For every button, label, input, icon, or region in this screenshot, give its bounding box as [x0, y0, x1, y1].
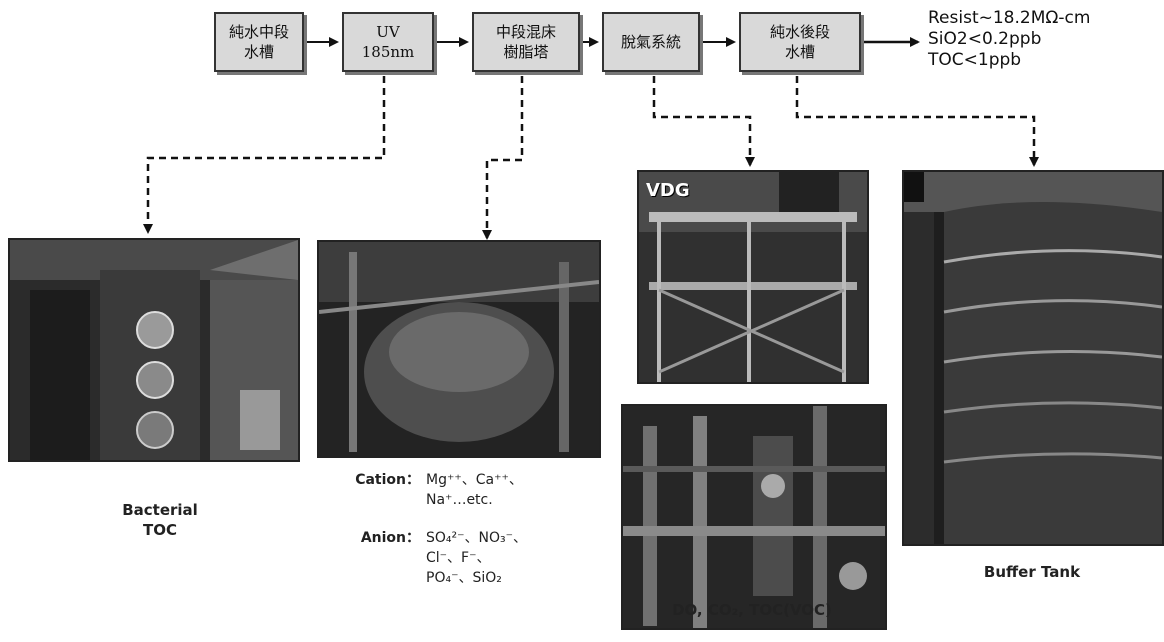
degas-caption: DO, CO₂, TOC(VOC): [640, 600, 864, 620]
uv-caption-line2: TOC: [112, 520, 208, 540]
flow-step-mixed-bed: 中段混床 樹脂塔: [472, 12, 580, 72]
ion-list: Cation： Mg⁺⁺、Ca⁺⁺、 Na⁺…etc. Anion： SO₄²⁻…: [332, 470, 572, 588]
flow-step-line1: 純水後段: [770, 22, 830, 42]
flow-step-uv: UV 185nm: [342, 12, 434, 72]
dashed-link-resin: [487, 76, 522, 238]
cation-line2: Na⁺…etc.: [332, 490, 572, 510]
flow-step-final-tank: 純水後段 水槽: [739, 12, 861, 72]
flow-step-line1: 脫氣系統: [621, 32, 681, 52]
spec-silica: SiO2<0.2ppb: [928, 29, 1090, 50]
spec-toc: TOC<1ppb: [928, 50, 1090, 71]
anion-line3: PO₄⁻、SiO₂: [332, 568, 572, 588]
degas-piping-photo: [621, 404, 887, 630]
flow-step-line2: 185nm: [362, 42, 415, 62]
anion-line2: Cl⁻、F⁻、: [332, 548, 572, 568]
flow-step-line1: 純水中段: [229, 22, 289, 42]
dashed-link-degas: [654, 76, 750, 165]
cation-label: Cation：: [332, 470, 426, 490]
cation-line1: Mg⁺⁺、Ca⁺⁺、: [426, 470, 523, 490]
vdg-photo: [637, 170, 869, 384]
flow-step-line2: 水槽: [244, 42, 274, 62]
buffer-caption: Buffer Tank: [962, 562, 1102, 582]
flow-step-line2: 樹脂塔: [503, 42, 548, 62]
flow-step-line1: 中段混床: [496, 22, 556, 42]
spec-resistivity: Resist~18.2MΩ-cm: [928, 8, 1090, 29]
resin-tower-photo: [317, 240, 601, 458]
uv-caption: Bacterial TOC: [112, 500, 208, 540]
flow-step-line1: UV: [376, 22, 399, 42]
anion-label: Anion：: [332, 528, 426, 548]
uv-unit-photo: [8, 238, 300, 462]
output-spec: Resist~18.2MΩ-cm SiO2<0.2ppb TOC<1ppb: [928, 8, 1090, 71]
dashed-link-uv: [148, 76, 384, 232]
dashed-link-buffer: [797, 76, 1034, 165]
buffer-tank-photo: [902, 170, 1164, 546]
flow-step-line2: 水槽: [785, 42, 815, 62]
flow-step-mid-tank: 純水中段 水槽: [214, 12, 304, 72]
uv-caption-line1: Bacterial: [112, 500, 208, 520]
vdg-label: VDG: [646, 180, 690, 201]
anion-line1: SO₄²⁻、NO₃⁻、: [426, 528, 527, 548]
flow-step-degas: 脫氣系統: [602, 12, 700, 72]
